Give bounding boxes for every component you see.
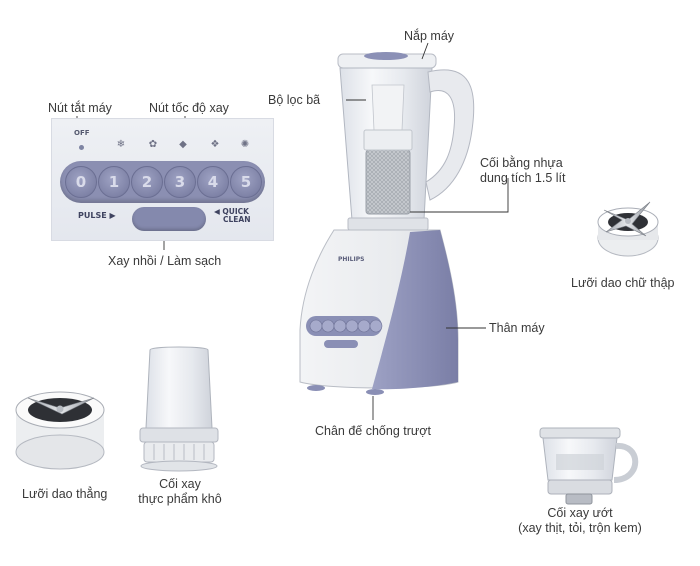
base-pulse-button [324,340,358,348]
speed-button-bar: 0 1 2 3 4 5 [60,161,265,203]
lid-cap [364,52,408,60]
speed-button-0: 0 [65,166,97,198]
label-coi-uot: Cối xay ướt (xay thịt, tỏi, trộn kem) [500,506,660,536]
label-coi-kho: Cối xay thực phẩm khô [130,477,230,507]
cross-blade-unit [597,201,659,257]
wet-mill-jar [539,427,639,505]
label-chan-de: Chân đế chống trượt [315,424,431,438]
quick-clean-line2: CLEAN [223,215,251,224]
ice-icon: ❄ [116,139,126,150]
label-xay-nhoi: Xay nhồi / Làm sạch [108,254,222,268]
speed-button-5: 5 [230,166,262,198]
pulse-label: PULSE ▶ [78,211,116,220]
control-panel-closeup: OFF ❄ ✿ ◆ ❖ ✺ 0 1 2 3 4 5 PULSE ▶ ◀ QUIC… [51,118,274,241]
dry-mill-jar [139,346,219,472]
blender-handle [425,69,475,201]
jar-collar [347,217,429,231]
label-coi-uot-line2: (xay thịt, tỏi, trộn kem) [518,521,642,535]
brand-logo: PHILIPS [338,256,365,263]
label-coi-nhua-line1: Cối bằng nhựa [480,156,563,170]
leader-nap-may [421,42,429,60]
label-nap-may: Nắp máy [404,29,455,43]
label-coi-nhua: Cối bằng nhựa dung tích 1.5 lít [480,156,565,186]
pulse-clean-button [132,207,206,231]
quick-clean-label: ◀ QUICK CLEAN [214,208,251,224]
meat-icon: ❖ [210,139,220,150]
off-label: OFF [74,129,90,137]
clean-icon: ✺ [240,139,250,150]
speed-button-3: 3 [164,166,196,198]
filter-cylinder [371,84,405,131]
off-indicator-icon [79,145,84,150]
label-nut-tat-may: Nút tắt máy [48,101,112,115]
label-nut-toc-do: Nút tốc độ xay [149,101,229,115]
label-bo-loc-ba: Bộ lọc bã [268,93,321,107]
filter-mesh [365,149,411,215]
fruit-icon: ✿ [148,139,158,150]
label-luoi-thang: Lưỡi dao thẳng [22,487,108,501]
label-coi-kho-line2: thực phẩm khô [138,492,222,506]
filter-rim [363,129,413,151]
label-coi-nhua-line2: dung tích 1.5 lít [480,171,566,185]
base-accent [372,230,458,390]
label-coi-kho-line1: Cối xay [159,477,201,491]
label-luoi-chu-thap: Lưỡi dao chữ thập [571,276,675,290]
leader-coi-nhua [410,178,509,213]
speed-button-1: 1 [98,166,130,198]
nut-icon: ◆ [179,139,187,150]
speed-button-4: 4 [197,166,229,198]
straight-blade-unit [15,391,105,470]
label-coi-uot-line1: Cối xay ướt [547,506,613,520]
label-than-may: Thân máy [489,321,545,335]
quick-clean-line1: ◀ QUICK [214,207,249,216]
blender [299,52,475,395]
base-foot-left [307,385,325,391]
base-foot-right [366,389,384,395]
speed-button-2: 2 [131,166,163,198]
